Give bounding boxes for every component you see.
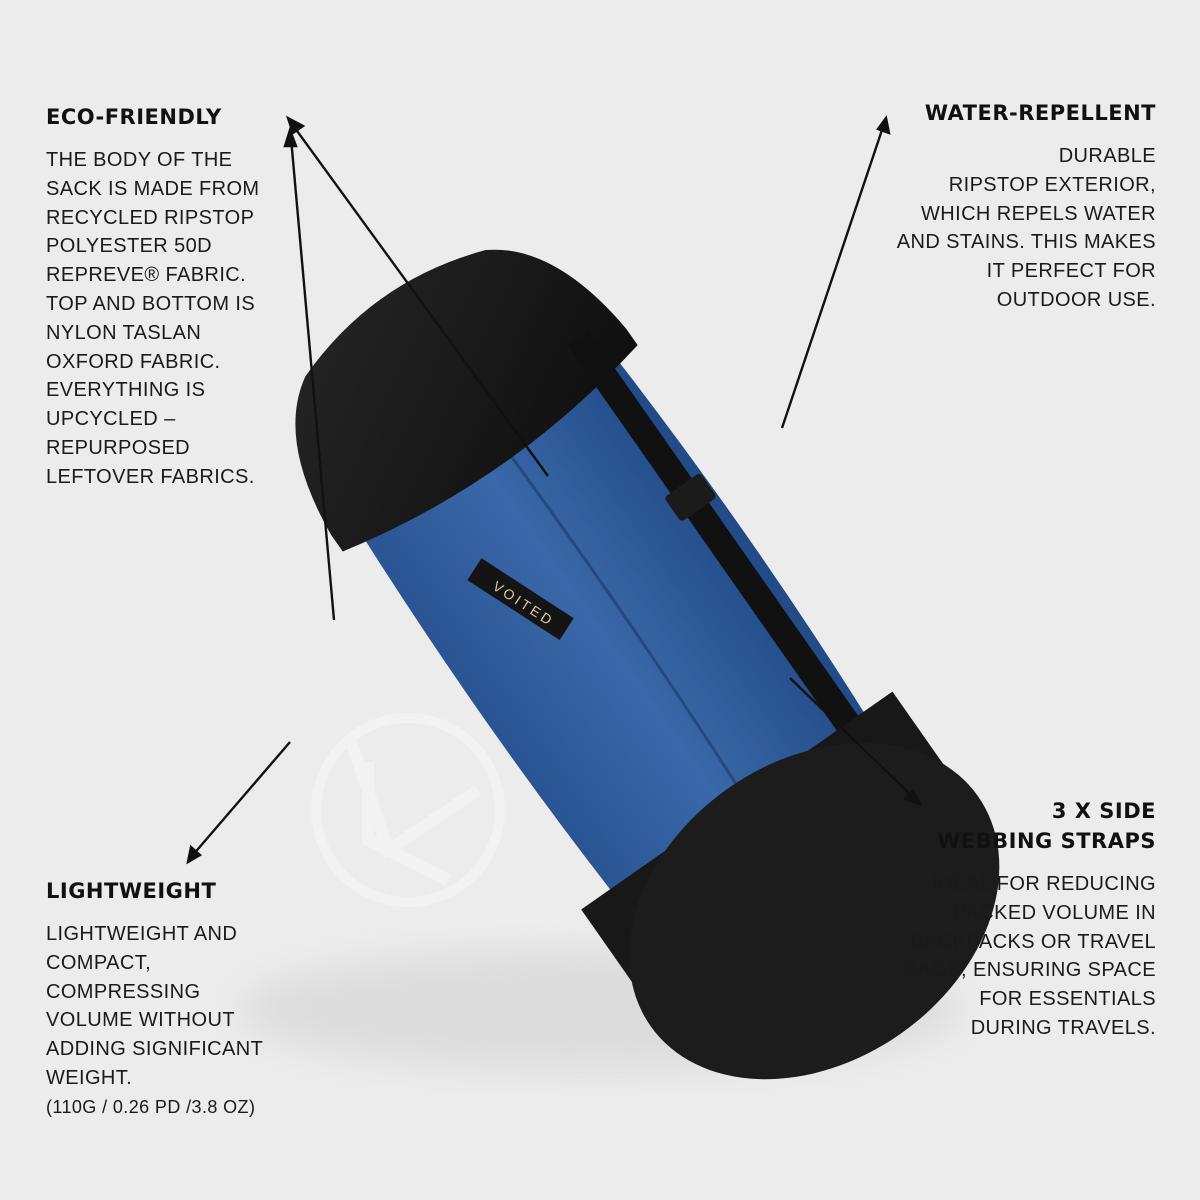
- water-arrowhead: [876, 115, 891, 135]
- light-arrowhead: [186, 844, 203, 865]
- eco-line: EVERYTHING IS: [46, 379, 206, 402]
- brand-logo: [311, 713, 505, 907]
- eco-line: UPCYCLED –: [46, 408, 176, 431]
- eco-line: TOP AND BOTTOM IS: [46, 292, 256, 315]
- light-line: ADDING SIGNIFICANT: [46, 1038, 264, 1061]
- light-line: LIGHTWEIGHT AND: [46, 923, 238, 945]
- webbing-straps-title-line: WEBBING STRAPS: [937, 829, 1156, 853]
- eco-line: THE BODY OF THE: [46, 149, 233, 171]
- light-line: COMPACT,: [46, 951, 152, 974]
- lightweight-description: LIGHTWEIGHT AND COMPACT, COMPRESSING VOL…: [46, 920, 263, 1122]
- callout-arrows: [186, 115, 923, 865]
- straps-arrowhead: [902, 787, 923, 807]
- light-line: WEIGHT.: [46, 1066, 133, 1089]
- eco-line: SACK IS MADE FROM: [46, 177, 260, 200]
- straps-line: PACKED VOLUME IN: [953, 901, 1156, 924]
- water-line: OUTDOOR USE.: [996, 288, 1156, 311]
- water-line: AND STAINS. THIS MAKES: [896, 231, 1156, 254]
- light-arrow-body: [191, 741, 291, 857]
- eco-line: RECYCLED RIPSTOP: [46, 206, 255, 229]
- eco-friendly-title: ECO-FRIENDLY: [46, 105, 222, 129]
- eco-line: NYLON TASLAN: [46, 321, 202, 344]
- feature-webbing-straps: 3 X SIDE WEBBING STRAPS IDEAL FOR REDUCI…: [904, 796, 1156, 1043]
- eco-line: OXFORD FABRIC.: [46, 350, 221, 373]
- webbing-straps-title: 3 X SIDE WEBBING STRAPS: [904, 796, 1156, 856]
- light-line: COMPRESSING: [46, 980, 201, 1003]
- webbing-straps-description: IDEAL FOR REDUCING PACKED VOLUME IN BACK…: [904, 870, 1156, 1043]
- top-black-cap: [295, 249, 638, 552]
- eco-line: LEFTOVER FABRICS.: [46, 465, 255, 488]
- water-line: RIPSTOP EXTERIOR,: [948, 173, 1156, 196]
- straps-line: BACKPACKS OR TRAVEL: [910, 930, 1156, 953]
- light-line: VOLUME WITHOUT: [46, 1009, 235, 1032]
- eco-friendly-description: THE BODY OF THE SACK IS MADE FROM RECYCL…: [46, 146, 260, 492]
- eco-arrow-seam: [289, 137, 336, 621]
- eco-line: REPREVE® FABRIC.: [46, 264, 247, 287]
- webbing-strap: [567, 330, 910, 805]
- straps-line: DURING TRAVELS.: [970, 1016, 1156, 1039]
- lightweight-title: LIGHTWEIGHT: [46, 879, 217, 903]
- bottom-black-cap: [629, 743, 1000, 1080]
- water-arrow-body: [780, 123, 886, 429]
- water-line: IT PERFECT FOR: [986, 260, 1156, 283]
- eco-line: POLYESTER 50D: [46, 235, 213, 258]
- straps-line: IDEAL FOR REDUCING: [931, 873, 1156, 895]
- straps-line: BAGS, ENSURING SPACE: [903, 959, 1156, 982]
- light-line: (110G / 0.26 PD /3.8 OZ): [46, 1096, 256, 1117]
- water-line: DURABLE: [1058, 145, 1156, 167]
- eco-arrow-body: [291, 123, 549, 477]
- eco-line: REPURPOSED: [46, 436, 191, 459]
- feature-water-repellent: WATER-REPELLENT DURABLE RIPSTOP EXTERIOR…: [897, 98, 1156, 315]
- water-repellent-title: WATER-REPELLENT: [924, 101, 1156, 125]
- straps-line: FOR ESSENTIALS: [979, 988, 1156, 1011]
- water-line: WHICH REPELS WATER: [921, 202, 1156, 225]
- water-repellent-description: DURABLE RIPSTOP EXTERIOR, WHICH REPELS W…: [897, 142, 1156, 315]
- strap-buckle: [665, 473, 716, 521]
- webbing-straps-title-line: 3 X SIDE: [1051, 799, 1156, 823]
- straps-arrow-body: [789, 677, 915, 799]
- feature-eco-friendly: ECO-FRIENDLY THE BODY OF THE SACK IS MAD…: [46, 102, 260, 492]
- eco-arrowhead-2: [283, 126, 298, 148]
- eco-arrowhead: [285, 115, 306, 135]
- feature-lightweight: LIGHTWEIGHT LIGHTWEIGHT AND COMPACT, COM…: [46, 876, 263, 1122]
